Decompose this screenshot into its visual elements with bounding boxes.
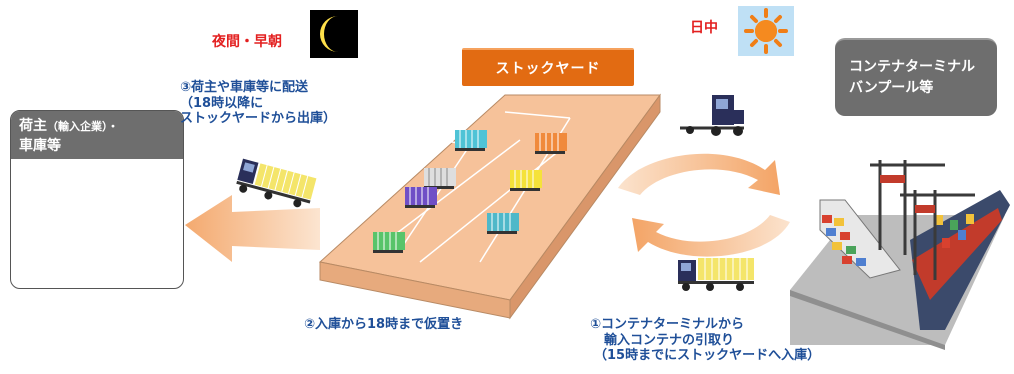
delivery-arrow: [185, 195, 320, 262]
terminal-label-line1: コンテナターミナル: [849, 59, 975, 75]
yard-container-yellow: [510, 170, 542, 191]
container-port: [790, 160, 1010, 350]
shipper-header: 荷主（輸入企業）・ 車庫等: [11, 111, 183, 159]
yard-container-green: [373, 232, 405, 253]
yard-container-teal: [487, 213, 519, 234]
yard-container-purple: [405, 187, 437, 208]
tractor-head: [680, 95, 744, 136]
shipper-box: 荷主（輸入企業）・ 車庫等: [10, 110, 184, 289]
step1-line2: 輸入コンテナの引取り: [604, 332, 735, 348]
terminal-label: コンテナターミナル バンプール等: [835, 38, 997, 116]
truck-outbound: [236, 158, 317, 208]
yard-container-orange: [535, 133, 567, 154]
yard-container-cyan: [455, 130, 487, 151]
step3-line1: ③荷主や車庫等に配送: [180, 80, 309, 95]
step3-line3: ストックヤードから出庫）: [180, 111, 337, 127]
crescent-moon-icon: [310, 10, 358, 58]
terminal-label-line2: バンプール等: [849, 80, 934, 96]
truck-inbound: [678, 258, 754, 291]
night-label: 夜間・早朝: [212, 34, 282, 50]
stockyard-platform: [318, 93, 661, 320]
step3-line2: （18時以降に: [180, 95, 264, 111]
day-label: 日中: [690, 20, 718, 36]
circulation-arrows: [618, 153, 790, 257]
step3-caption: ③荷主や車庫等に配送 （18時以降に ストックヤードから出庫）: [180, 80, 336, 127]
stockyard-label: ストックヤード: [462, 48, 634, 86]
step2-caption: ②入庫から18時まで仮置き: [304, 317, 464, 332]
shipper-title-line2: 車庫等: [19, 137, 61, 154]
shipper-title-main: 荷主: [19, 118, 47, 134]
shipper-title-sub: （輸入企業）・: [47, 120, 119, 133]
step1-line1: ①コンテナターミナルから: [590, 317, 745, 332]
yard-container-white: [424, 168, 456, 189]
step1-line3: （15時までにストックヤードへ入庫）: [594, 348, 821, 364]
step1-caption: ①コンテナターミナルから 輸入コンテナの引取り （15時までにストックヤードへ入…: [590, 317, 820, 364]
sun-icon: [738, 6, 794, 56]
